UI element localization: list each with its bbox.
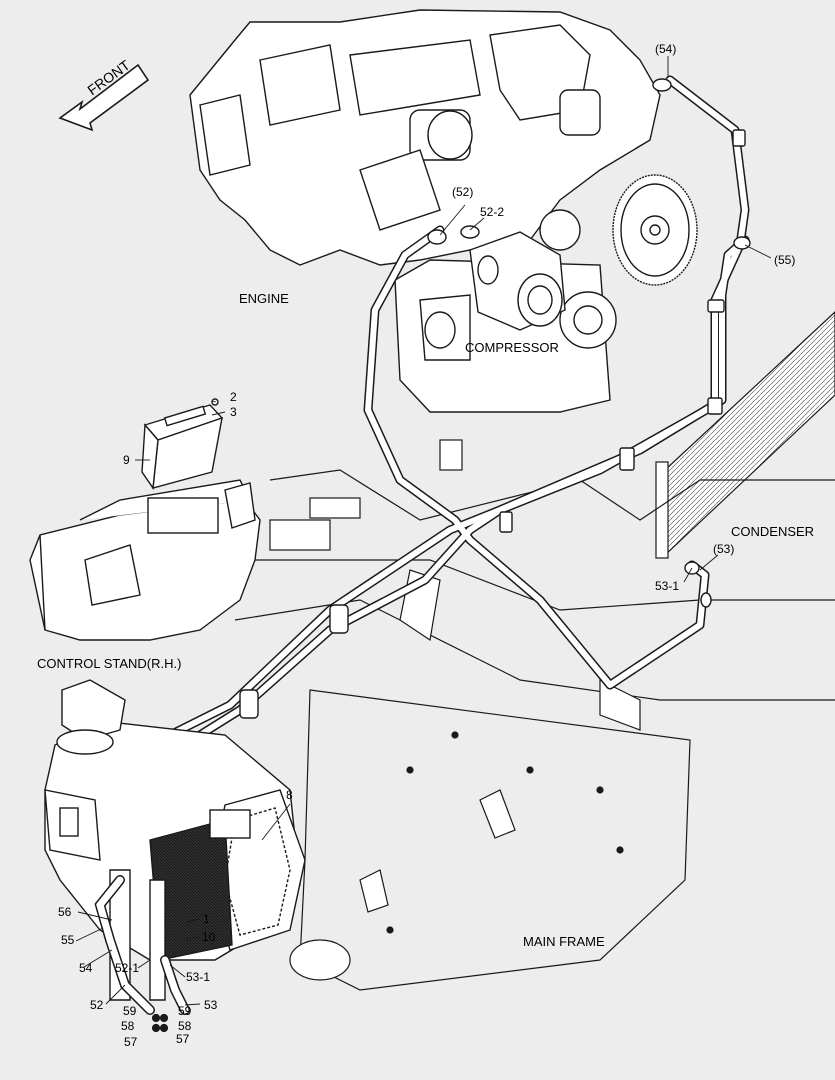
condenser-label: CONDENSER xyxy=(731,524,815,539)
callout-57-left: 57 xyxy=(124,1035,138,1049)
engine-label: ENGINE xyxy=(239,291,289,306)
engine-drawing xyxy=(189,9,661,413)
callout-53-1-lower: 53-1 xyxy=(186,970,211,984)
callout-52: (52) xyxy=(452,185,474,199)
callout-2: 2 xyxy=(230,390,237,404)
callout-3: 3 xyxy=(230,405,237,419)
callout-55-lower: 55 xyxy=(61,933,75,947)
callout-54-lower: 54 xyxy=(79,961,93,975)
compressor-drawing xyxy=(469,231,566,331)
callout-52-2: 52-2 xyxy=(480,205,505,219)
compressor-label: COMPRESSOR xyxy=(465,340,559,355)
callout-54: (54) xyxy=(655,42,677,56)
callout-1: 1 xyxy=(203,912,210,926)
hvac-hoses xyxy=(94,875,190,1033)
callout-59-right: 59 xyxy=(178,1004,192,1018)
callout-58-left: 58 xyxy=(121,1019,135,1033)
front-direction-arrow xyxy=(58,63,150,132)
ac-controller-drawing xyxy=(141,398,224,490)
callout-58-right: 58 xyxy=(178,1019,192,1033)
condenser-drawing xyxy=(655,311,835,559)
callout-53: (53) xyxy=(713,542,735,556)
refrigerant-hoses xyxy=(165,75,751,740)
control-stand-drawing xyxy=(29,479,261,641)
callout-8: 8 xyxy=(286,788,293,802)
control-stand-label: CONTROL STAND(R.H.) xyxy=(37,656,182,671)
callout-55: (55) xyxy=(774,253,796,267)
callout-59-left: 59 xyxy=(123,1004,137,1018)
callout-10: 10 xyxy=(202,930,216,944)
callout-56: 56 xyxy=(58,905,72,919)
callout-53-lower: 53 xyxy=(204,998,218,1012)
callout-9: 9 xyxy=(123,453,130,467)
callout-leader-lines xyxy=(75,56,772,1006)
engine-fan xyxy=(612,174,698,286)
main-frame-label: MAIN FRAME xyxy=(523,934,605,949)
callout-57-right: 57 xyxy=(176,1032,190,1046)
main-frame-drawing xyxy=(234,439,835,991)
callout-52-1: 52-1 xyxy=(115,961,140,975)
callout-53-1-right: 53-1 xyxy=(655,579,680,593)
callout-52-lower: 52 xyxy=(90,998,104,1012)
